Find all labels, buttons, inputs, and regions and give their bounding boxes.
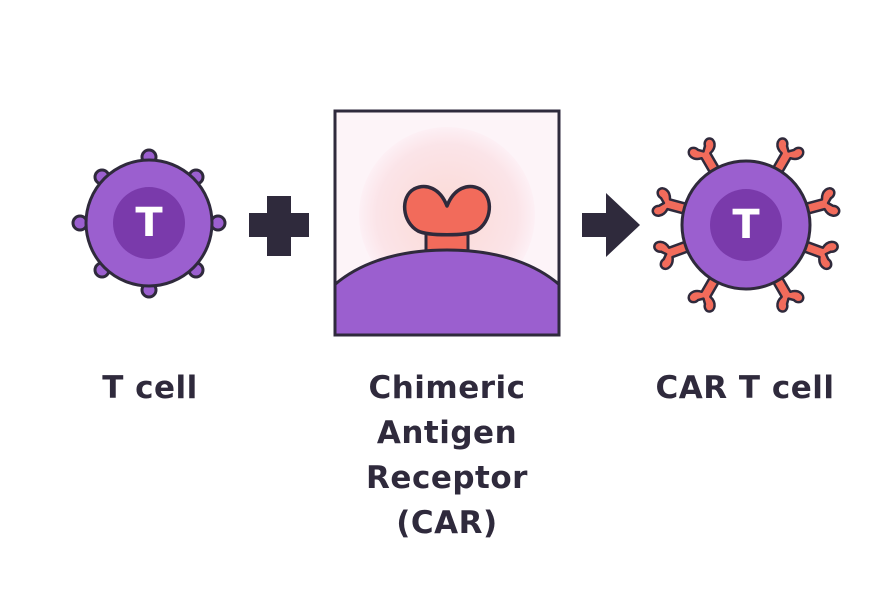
plus-icon: [249, 196, 309, 256]
car-t-cell-letter: T: [732, 202, 760, 248]
t-cell-icon: T: [71, 148, 227, 299]
car-label: Chimeric Antigen Receptor (CAR): [322, 366, 572, 546]
car-t-cell-icon: T: [650, 135, 842, 315]
car-label-line: Receptor: [366, 460, 528, 496]
t-cell-label: T cell: [102, 370, 198, 406]
car-label-line: Antigen: [376, 415, 518, 451]
car-label-line: Chimeric: [368, 370, 526, 406]
car-label-line: (CAR): [396, 505, 498, 541]
receptor-icon: [333, 109, 561, 337]
car-t-cell-label: CAR T cell: [655, 370, 835, 406]
arrow-right-icon: [582, 193, 640, 257]
t-cell-letter: T: [135, 200, 163, 246]
